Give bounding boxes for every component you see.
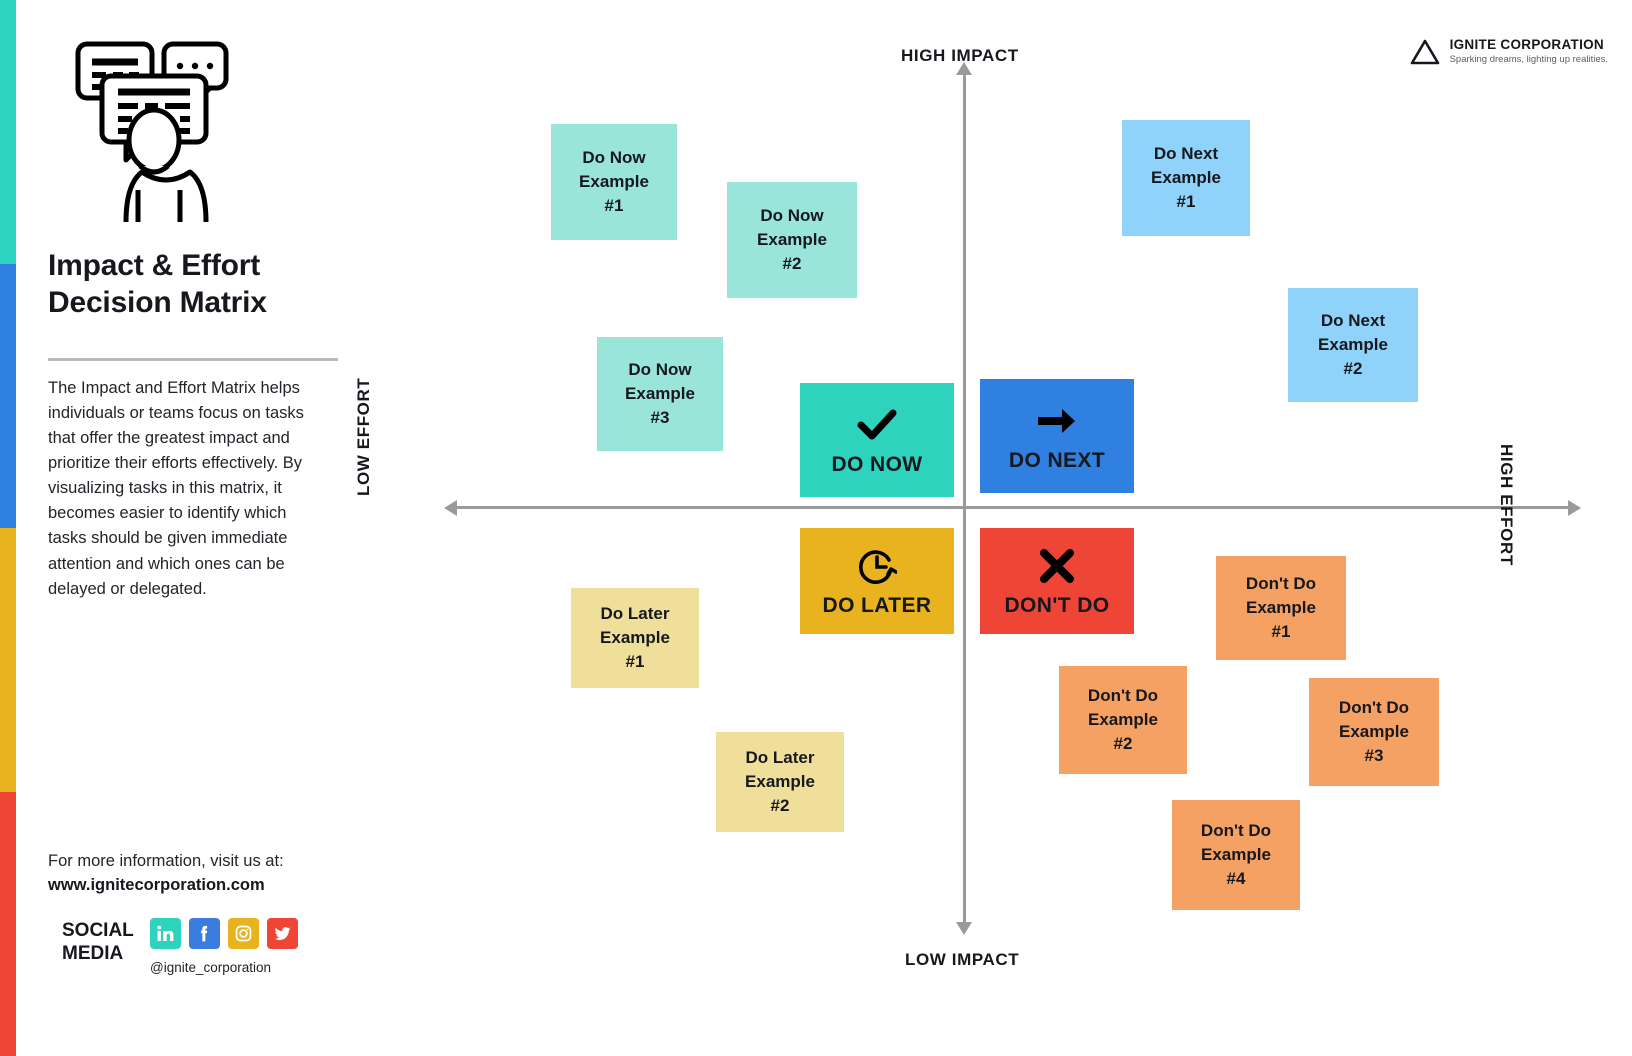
- sticky-note[interactable]: Do Now Example #2: [727, 182, 857, 298]
- impact-effort-matrix: HIGH IMPACT LOW IMPACT LOW EFFORT HIGH E…: [354, 0, 1632, 1056]
- axis-arrow-right-icon: [1568, 500, 1581, 516]
- linkedin-icon[interactable]: [150, 918, 181, 949]
- sticky-note[interactable]: Don't Do Example #3: [1309, 678, 1439, 786]
- social-media-label: SOCIAL MEDIA: [62, 920, 134, 964]
- rail-band-blue: [0, 264, 16, 528]
- sidebar: Impact & Effort Decision Matrix The Impa…: [16, 0, 356, 1056]
- axis-label-low-effort: LOW EFFORT: [354, 377, 373, 496]
- facebook-icon[interactable]: [189, 918, 220, 949]
- sticky-note[interactable]: Do Next Example #1: [1122, 120, 1250, 236]
- axis-label-high-impact: HIGH IMPACT: [901, 46, 1019, 65]
- speech-bubbles-person-icon: [68, 30, 268, 230]
- brand-tagline: Sparking dreams, lighting up realities.: [1449, 53, 1608, 65]
- quadrant-label-do-now: DO NOW: [831, 453, 923, 476]
- quadrant-label-do-next: DO NEXT: [1008, 449, 1106, 472]
- more-info-label: For more information, visit us at:: [48, 852, 284, 870]
- sticky-note[interactable]: Do Later Example #1: [571, 588, 699, 688]
- axis-arrow-left-icon: [444, 500, 457, 516]
- color-rail: [0, 0, 16, 1056]
- axis-label-high-effort: HIGH EFFORT: [1497, 444, 1516, 566]
- description-text: The Impact and Effort Matrix helps indiv…: [48, 379, 304, 598]
- effort-axis-line: [452, 506, 1578, 509]
- sticky-note[interactable]: Do Later Example #2: [716, 732, 844, 832]
- sticky-note[interactable]: Don't Do Example #4: [1172, 800, 1300, 910]
- instagram-icon[interactable]: [228, 918, 259, 949]
- rail-band-gold: [0, 528, 16, 792]
- page-title: Impact & Effort Decision Matrix: [48, 249, 267, 319]
- brand-logo: IGNITE CORPORATION Sparking dreams, ligh…: [1410, 37, 1608, 65]
- website-link[interactable]: www.ignitecorporation.com: [48, 876, 265, 894]
- social-handle: @ignite_corporation: [150, 960, 272, 975]
- sticky-note[interactable]: Do Next Example #2: [1288, 288, 1418, 402]
- axis-arrow-up-icon: [956, 62, 972, 75]
- social-media-block: SOCIAL MEDIA: [48, 916, 348, 986]
- social-icon-list: [150, 918, 298, 949]
- title-divider: [48, 358, 338, 361]
- arrow-right-icon: [1035, 399, 1079, 443]
- twitter-icon[interactable]: [267, 918, 298, 949]
- rail-band-teal: [0, 0, 16, 264]
- cross-icon: [1035, 544, 1079, 588]
- quadrant-do-next[interactable]: DO NEXT: [980, 379, 1134, 493]
- quadrant-do-now[interactable]: DO NOW: [800, 383, 954, 497]
- check-icon: [855, 403, 899, 447]
- brand-name: IGNITE CORPORATION: [1449, 37, 1604, 52]
- sticky-note[interactable]: Don't Do Example #1: [1216, 556, 1346, 660]
- axis-label-low-impact: LOW IMPACT: [905, 950, 1020, 969]
- sticky-note[interactable]: Do Now Example #3: [597, 337, 723, 451]
- quadrant-dont-do[interactable]: DON'T DO: [980, 528, 1134, 634]
- triangle-logo-icon: [1410, 39, 1439, 64]
- quadrant-label-do-later: DO LATER: [822, 594, 932, 617]
- quadrant-label-dont-do: DON'T DO: [1004, 594, 1110, 617]
- clock-icon: [855, 544, 899, 588]
- quadrant-do-later[interactable]: DO LATER: [800, 528, 954, 634]
- sticky-note[interactable]: Do Now Example #1: [551, 124, 677, 240]
- impact-axis-line: [963, 72, 966, 930]
- rail-band-red: [0, 792, 16, 1056]
- axis-arrow-down-icon: [956, 922, 972, 935]
- sticky-note[interactable]: Don't Do Example #2: [1059, 666, 1187, 774]
